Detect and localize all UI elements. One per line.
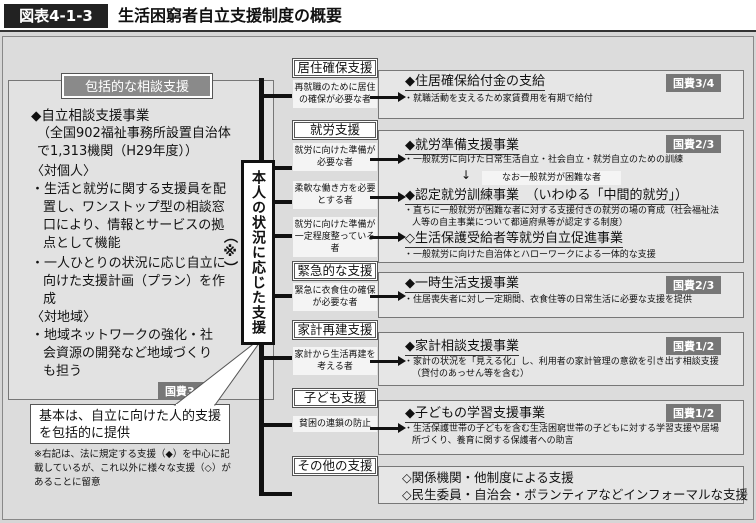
program-desc: ・一般就労に向けた日常生活自立・社会自立・就労自立のための訓練: [404, 155, 684, 165]
funding-badge: 国費3/4: [666, 74, 722, 92]
program-title: ◆自立相談支援事業: [31, 108, 150, 124]
down-arrow-icon: ↓: [461, 168, 472, 182]
program-note: （全国902福祉事務所設置自治体で1,313機関（H29年度））: [37, 126, 231, 159]
program-desc: ・一般就労に向けた自治体とハローワークによる一体的な支援: [404, 250, 656, 260]
arrow-icon: [370, 154, 406, 164]
target-person: 就労に向けた準備が一定程度整っている者: [293, 217, 377, 257]
program-desc: ・家計の状況を「見える化」し、利用者の家計管理の意欲を引き出す相談支援（貸付のあ…: [404, 357, 719, 379]
branch-line: [259, 356, 292, 360]
program-title: ◇民生委員・自治会・ボランティアなどインフォーマルな支援: [402, 487, 748, 502]
program-title: ◇生活保護受給者等就労自立促進事業: [405, 231, 623, 248]
target-person: 貧困の連鎖の防止: [293, 416, 377, 432]
program-title: ◆就労準備支援事業: [405, 138, 519, 155]
list-item: ・生活と就労に関する支援員を配置し、ワンストップ型の相談窓口により、情報とサービ…: [31, 182, 227, 251]
arrow-icon: [370, 291, 406, 301]
program-desc: ・直ちに一般就労が困難な者に対する支援付きの就労の場の育成（社会福祉法人等の自主…: [404, 206, 720, 228]
target-person: 家計から生活再建を考える者: [293, 347, 377, 375]
figure-number: 図表4-1-3: [4, 4, 108, 28]
program-desc: ・就職活動を支えるため家賃費用を有期で給付: [404, 94, 593, 104]
program-title: ◆一時生活支援事業: [405, 276, 519, 293]
area-heading: 〈対地域〉: [31, 310, 97, 325]
program-title: ◇関係機関・他制度による支援: [402, 470, 574, 485]
section-label: 就労支援: [292, 120, 378, 140]
branch-line: [259, 94, 292, 98]
branch-line: [259, 294, 292, 298]
section-label: 居住確保支援: [292, 58, 378, 78]
target-person: 柔軟な働き方を必要とする者: [293, 181, 377, 209]
speech-bubble: 基本は、自立に向けた人的支援を包括的に提供: [30, 404, 230, 444]
program-title: ◆子どもの学習支援事業: [405, 406, 545, 423]
target-heading: 〈対個人〉: [31, 164, 97, 179]
arrow-icon: [370, 192, 406, 202]
program-title: ◆家計相談支援事業: [405, 339, 519, 356]
funding-badge: 国費1/2: [666, 337, 722, 355]
individual-support-label: 本人の状況に応じた支援（※）: [222, 160, 275, 345]
arrow-icon: [370, 356, 406, 366]
branch-line: [259, 200, 292, 204]
section-label: 緊急的な支援: [292, 261, 378, 281]
panel-heading: 包括的な相談支援: [61, 73, 213, 99]
funding-badge: 国費1/2: [666, 404, 722, 422]
section-label: 家計再建支援: [292, 320, 378, 340]
program-title: ◆住居確保給付金の支給: [405, 74, 545, 91]
list-item: ・地域ネットワークの強化・社会資源の開発など地域づくりも担う: [31, 328, 214, 379]
section-label: その他の支援: [292, 456, 378, 476]
arrow-icon: [370, 232, 406, 242]
program-desc: ・住居喪失者に対し一定期間、衣食住等の日常生活に必要な支援を提供: [404, 295, 693, 305]
target-person: 緊急に衣食住の確保が必要な者: [293, 283, 377, 311]
comprehensive-consultation-panel: ◆自立相談支援事業 （全国902福祉事務所設置自治体で1,313機関（H29年度…: [8, 80, 274, 400]
arrow-icon: [370, 423, 406, 433]
flow-note: なお一般就労が困難な者: [482, 171, 622, 185]
figure-title: 生活困窮者自立支援制度の概要: [118, 6, 343, 25]
section-other: [378, 466, 744, 504]
branch-line: [259, 166, 292, 170]
header-bar: 図表4-1-3 生活困窮者自立支援制度の概要: [0, 0, 756, 32]
bubble-pointer: [173, 334, 266, 406]
branch-line: [259, 423, 292, 427]
funding-badge: 国費2/3: [666, 135, 722, 153]
section-label: 子ども支援: [292, 388, 378, 408]
footnote: ※右記は、法に規定する支援（◆）を中心に記載しているが、これ以外に様々な支援（◇…: [34, 449, 231, 488]
list-item: ・一人ひとりの状況に応じ自立に向けた支援計画（プラン）を作成: [31, 256, 226, 307]
branch-line: [259, 234, 292, 238]
program-desc: ・生活保護世帯の子どもを含む生活困窮世帯の子どもに対する学習支援や居場所づくり、…: [404, 424, 720, 446]
branch-line: [259, 492, 292, 496]
program-title: ◆認定就労訓練事業 （いわゆる「中間的就労」）: [405, 188, 688, 205]
target-person: 就労に向けた準備が必要な者: [293, 143, 377, 171]
funding-badge: 国費2/3: [666, 276, 722, 294]
arrow-icon: [370, 92, 406, 102]
target-person: 再就職のために居住の確保が必要な者: [293, 80, 377, 108]
